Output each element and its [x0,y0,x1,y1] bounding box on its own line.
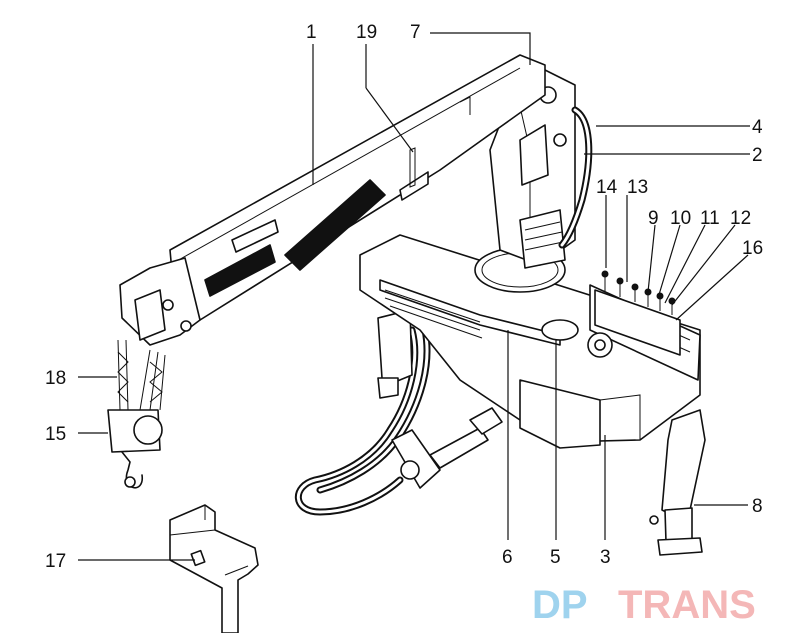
rope-falls [117,339,166,411]
callout-16: 16 [742,238,763,259]
callout-9: 9 [648,208,659,229]
stabilizer-leg-left [377,309,413,399]
callout-4: 4 [752,117,763,138]
callout-14: 14 [596,177,618,198]
boom-head [119,257,201,346]
callout-2: 2 [752,145,763,166]
callout-13: 13 [627,177,648,198]
callout-7: 7 [410,22,421,43]
hook-block [107,409,163,489]
callout-17: 17 [45,551,66,572]
callout-11: 11 [700,208,720,229]
callout-5: 5 [550,547,561,568]
callout-10: 10 [670,208,691,229]
column-hoses [558,106,593,249]
watermark-trans: TRANS [618,583,756,627]
stabilizer-leg-right [649,409,706,556]
callout-12: 12 [730,208,751,229]
callout-19: 19 [356,22,377,43]
main-boom [169,54,546,321]
watermark-logo: DP TRANS [532,583,756,627]
callout-8: 8 [752,496,763,517]
truck-frame [169,504,259,633]
callout-labels: 1 19 7 4 2 14 13 9 10 11 12 16 18 15 8 6… [45,22,763,572]
control-valve-bank [587,270,681,358]
callout-6: 6 [502,547,513,568]
callout-1: 1 [306,22,317,43]
callout-18: 18 [45,368,66,389]
control-levers [601,270,676,315]
hydraulic-hoses [294,326,503,516]
leader-lines [78,32,750,561]
watermark-dp: DP [532,583,588,627]
callout-15: 15 [45,424,66,445]
callout-3: 3 [600,547,611,568]
